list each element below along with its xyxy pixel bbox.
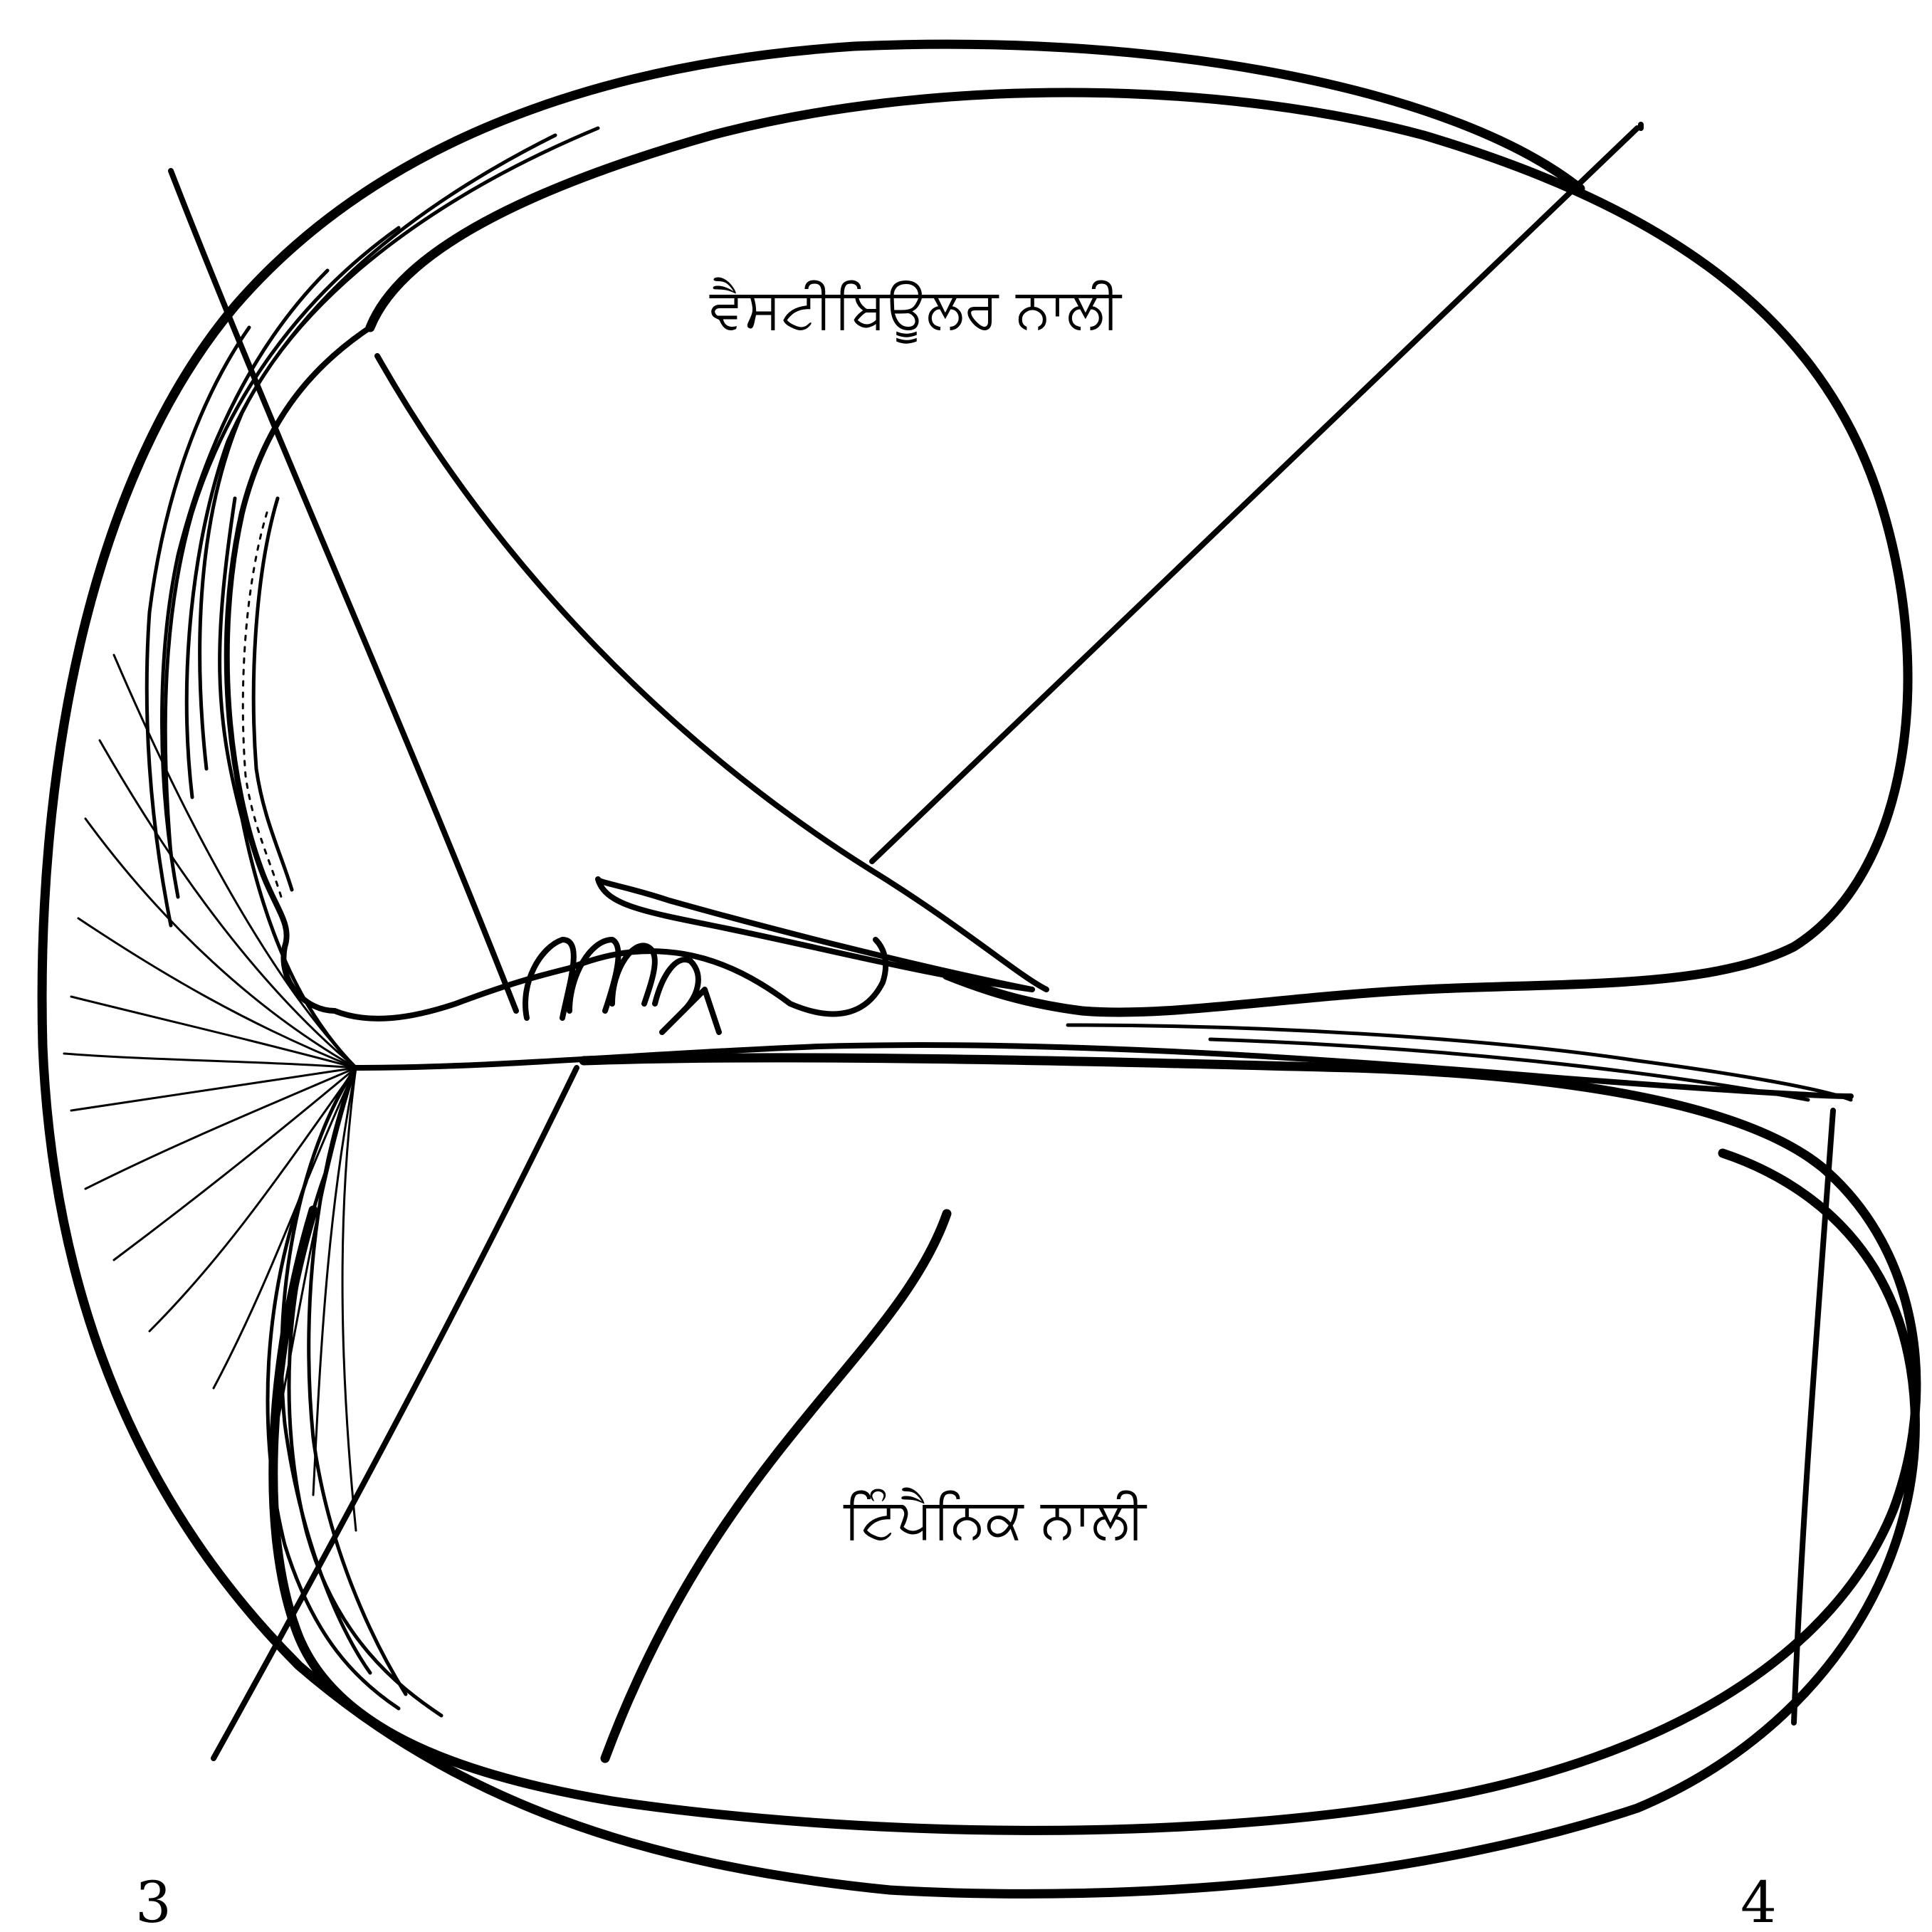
spiral-limbus [227,327,370,1011]
figure-number-left: 3 [135,1869,172,1932]
tunnel-of-corti [662,989,719,1032]
tympanic-canal-label: ਟਿੰਪੈਨਿਕ ਨਾਲੀ [843,1487,1148,1551]
wall-strand-1 [200,128,598,769]
vestibular-canal-label: ਵੈਸਟੀਬਿਊਲਰ ਨਾਲੀ [709,277,1123,344]
upper-right-pointer-line [872,128,1637,861]
lower-wall-strand-1 [289,1167,441,1716]
reissners-membrane [377,356,1046,989]
figure-number-right: 4 [1741,1869,1777,1932]
tympanic-canal-outline [273,1058,1916,1830]
wall-strand-2 [187,135,555,797]
spiral-ganglion-nerve-fan [64,498,406,1694]
vestibular-canal-outline [370,93,1908,1012]
organ-of-corti [335,940,886,1019]
